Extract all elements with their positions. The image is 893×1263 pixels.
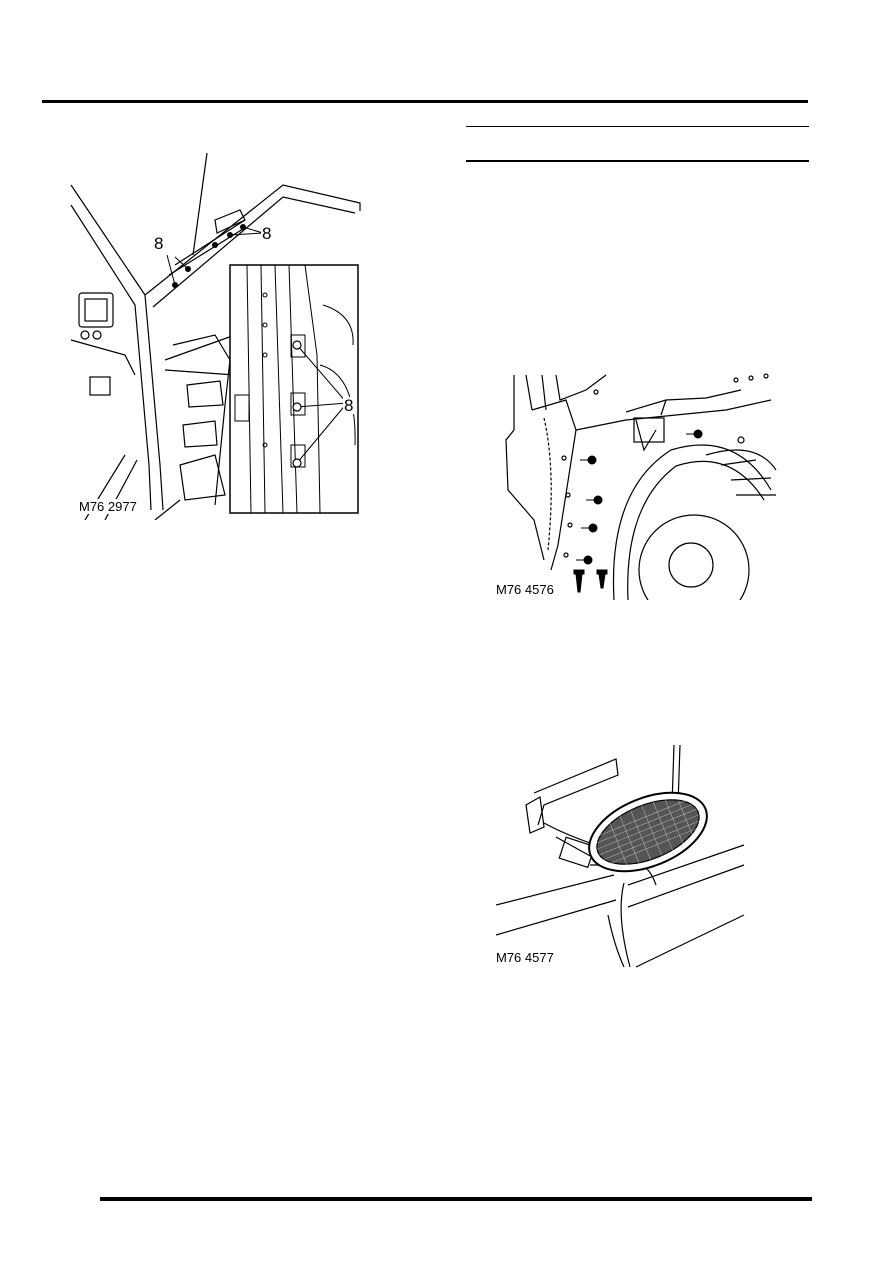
- wheel-arch-liner-screws-illustration-icon: [505, 373, 777, 600]
- footer-rule: [100, 1197, 812, 1201]
- section-rule-top: [466, 126, 809, 127]
- figure-m76-2977: 8 8 8 M76 2977: [65, 145, 365, 520]
- figure-caption: M76 4576: [494, 582, 556, 597]
- callout-label: 8: [261, 224, 273, 243]
- figure-m76-4577: M76 4577: [494, 745, 746, 970]
- section-rule-bottom: [466, 160, 809, 162]
- side-repeater-lamp-illustration-icon: [496, 745, 745, 968]
- figure-caption: M76 4577: [494, 950, 556, 965]
- callout-label: 8: [343, 396, 355, 415]
- callout-label: 8: [153, 234, 165, 253]
- door-pillar-trim-fixings-illustration-icon: [70, 152, 361, 520]
- figure-m76-4576: M76 4576: [494, 370, 786, 600]
- figure-caption: M76 2977: [77, 499, 139, 514]
- header-rule: [42, 100, 808, 103]
